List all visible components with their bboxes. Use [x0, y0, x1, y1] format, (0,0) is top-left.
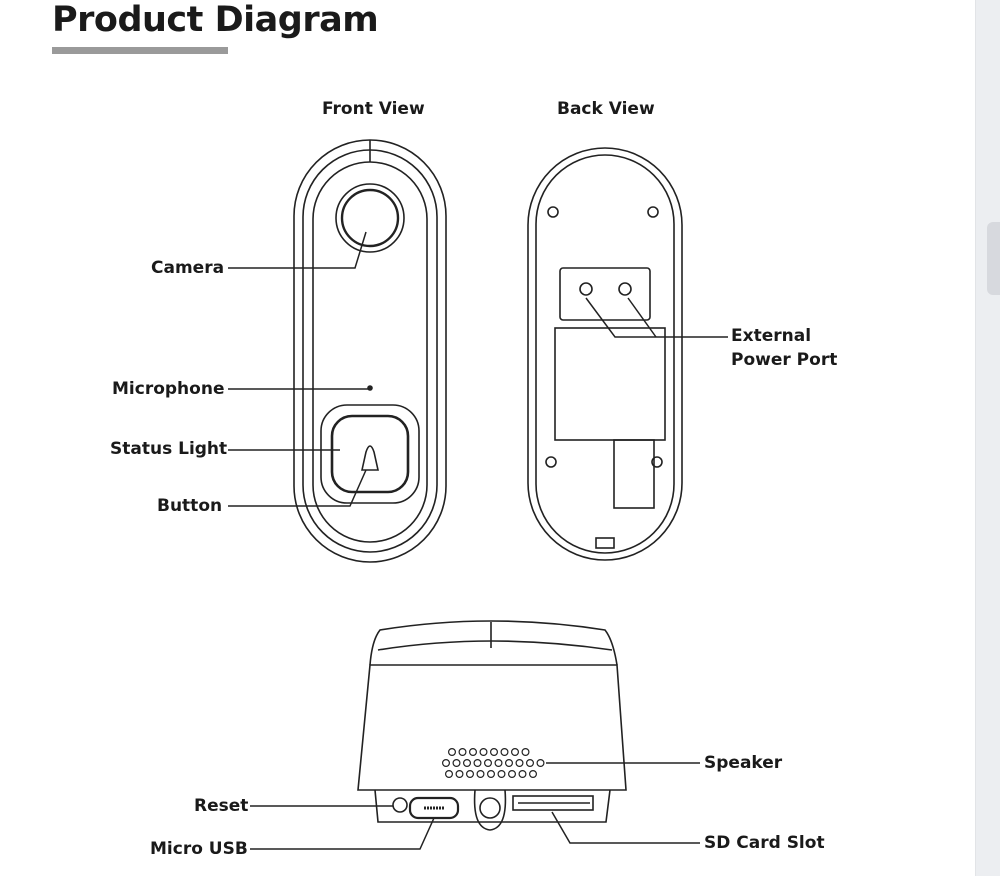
title-underline — [52, 47, 228, 54]
speaker-hole — [500, 747, 509, 756]
speaker-hole — [508, 769, 517, 778]
label-button: Button — [157, 496, 223, 516]
speaker-hole — [505, 758, 514, 767]
speaker-hole — [484, 758, 493, 767]
scrollbar-track[interactable] — [975, 0, 1000, 876]
scrollbar-thumb[interactable] — [987, 222, 1000, 295]
speaker-hole — [521, 747, 530, 756]
speaker-hole — [511, 747, 520, 756]
label-sd-card-slot: SD Card Slot — [704, 833, 825, 853]
speaker-hole — [458, 747, 467, 756]
back-view-heading: Back View — [557, 99, 655, 119]
speaker-hole — [473, 758, 482, 767]
speaker-hole — [494, 758, 503, 767]
label-speaker: Speaker — [704, 753, 783, 773]
label-camera: Camera — [151, 258, 225, 278]
speaker-hole — [476, 769, 485, 778]
speaker-hole — [479, 747, 488, 756]
speaker-hole — [536, 758, 545, 767]
label-microphone: Microphone — [112, 379, 225, 399]
label-reset: Reset — [194, 796, 249, 816]
label-status-light: Status Light — [110, 439, 228, 459]
speaker-hole — [445, 769, 454, 778]
label-external-power-port-2: Power Port — [731, 350, 838, 370]
speaker-hole — [442, 758, 451, 767]
front-view-heading: Front View — [322, 99, 425, 119]
speaker-hole — [497, 769, 506, 778]
speaker-hole — [469, 747, 478, 756]
speaker-hole — [518, 769, 527, 778]
speaker-hole — [448, 747, 457, 756]
speaker-hole — [463, 758, 472, 767]
speaker-hole — [455, 769, 464, 778]
label-micro-usb: Micro USB — [150, 839, 248, 859]
speaker-hole — [525, 758, 534, 767]
base-unit — [357, 620, 627, 831]
speaker-hole — [466, 769, 475, 778]
speaker-hole — [528, 769, 537, 778]
page-title: Product Diagram — [52, 0, 379, 40]
leader-lines — [228, 231, 728, 850]
speaker-hole — [452, 758, 461, 767]
back-view-doorbell — [527, 147, 683, 561]
speaker-hole — [515, 758, 524, 767]
label-external-power-port-1: External — [731, 326, 812, 346]
front-view-doorbell — [293, 139, 447, 563]
speaker-hole — [490, 747, 499, 756]
speaker-hole — [487, 769, 496, 778]
